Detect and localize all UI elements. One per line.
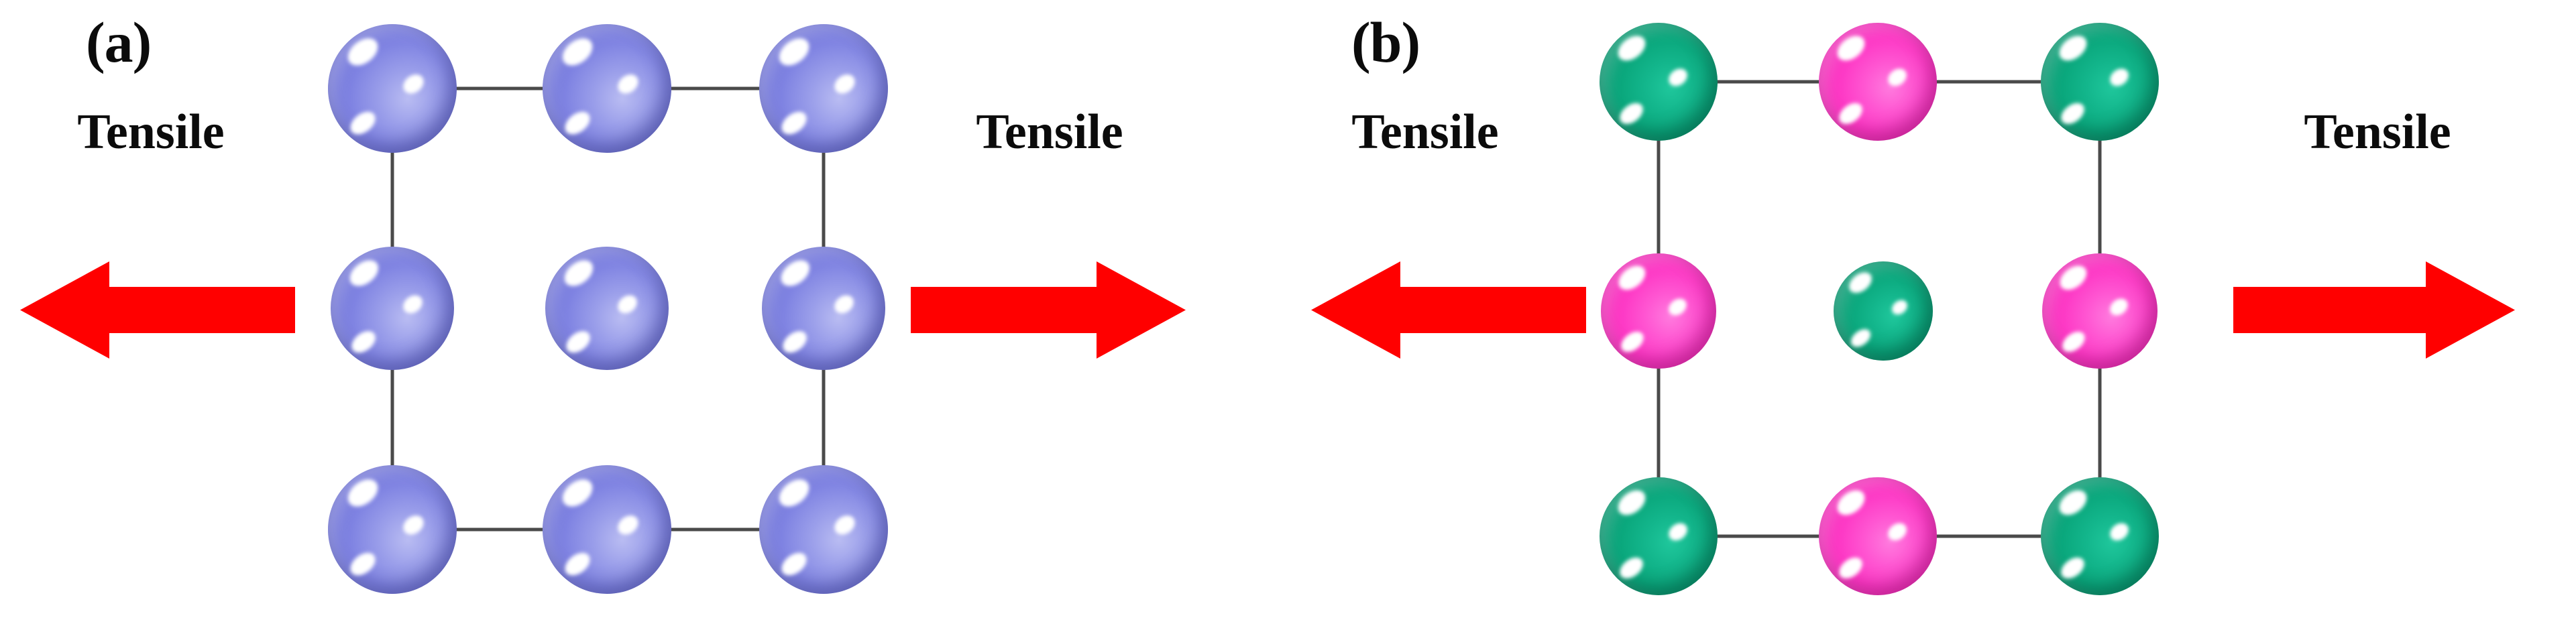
atom-magenta	[1819, 23, 1937, 141]
atom-magenta	[1819, 477, 1937, 595]
panel-a-right-tensile-arrow	[911, 261, 1186, 359]
atom-blue	[759, 465, 888, 594]
panel-a-left-tensile-label: Tensile	[77, 105, 225, 160]
panel-b-left-tensile-label: Tensile	[1351, 105, 1499, 160]
atom-magenta	[2042, 253, 2158, 369]
panel-b-right-tensile-label: Tensile	[2304, 105, 2451, 160]
atom-blue	[762, 247, 885, 370]
atom-blue	[543, 465, 671, 594]
atom-blue	[331, 247, 454, 370]
panel-a-right-tensile-label: Tensile	[976, 105, 1123, 160]
panel-b: (b) Tensile Tensile	[1274, 0, 2576, 620]
panel-b-right-tensile-arrow	[2233, 261, 2515, 359]
atom-magenta	[1601, 253, 1716, 369]
atom-blue	[545, 247, 669, 370]
atom-blue	[328, 24, 457, 153]
atom-blue	[543, 24, 671, 153]
panel-a-left-tensile-arrow	[20, 261, 295, 359]
atom-blue	[328, 465, 457, 594]
atom-blue	[759, 24, 888, 153]
panel-b-left-tensile-arrow	[1311, 261, 1586, 359]
atom-teal	[1600, 23, 1718, 141]
panel-a: (a) Tensile Tensile	[0, 0, 1274, 620]
atom-teal	[1600, 477, 1718, 595]
panel-a-letter: (a)	[86, 10, 152, 74]
atom-teal	[2041, 477, 2159, 595]
atom-teal-center	[1834, 261, 1933, 361]
atom-teal	[2041, 23, 2159, 141]
panel-b-letter: (b)	[1351, 10, 1420, 74]
